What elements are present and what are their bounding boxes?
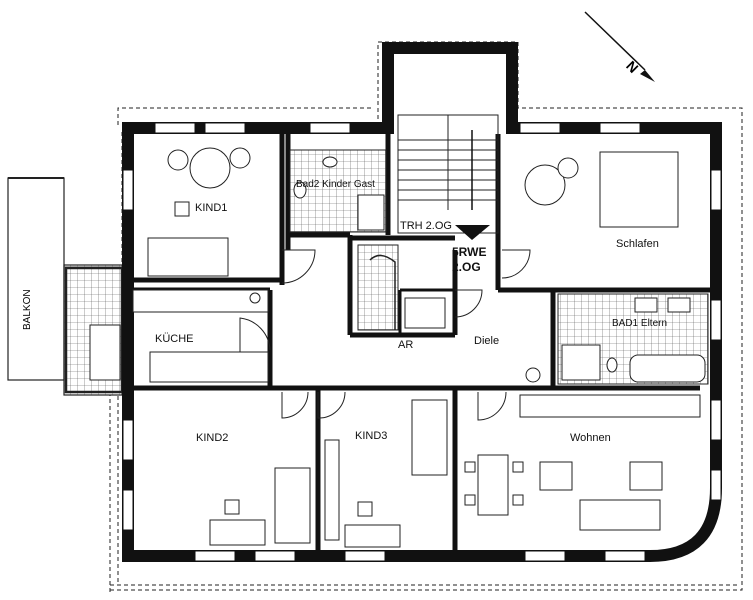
room-label-kueche: KÜCHE [155,333,194,345]
stair-down-arrow [455,225,490,240]
room-label-trh: TRH 2.OG [400,220,452,232]
room-label-kind1: KIND1 [195,202,228,214]
room-label-wohnen: Wohnen [570,432,611,444]
staircase-small [357,244,446,331]
bathroom-1 [557,293,709,385]
furniture [147,147,701,548]
kitchen-counters [89,289,541,383]
room-label-rwa-top: 5RWE [452,245,487,259]
room-label-kind2: KIND2 [196,432,229,444]
room-label-rwa-bottom: 2.OG [452,260,481,274]
room-label-schlafen: Schlafen [616,238,659,250]
room-label-diele: Diele [474,335,500,347]
doors [239,249,531,421]
balcony-label: BALKON [22,289,33,330]
room-label-kind3: KIND3 [355,430,388,442]
room-label-bad2: Bad2 Kinder Gast [296,179,375,190]
windows [122,122,722,562]
room-label-bad1: BAD1 Eltern [612,318,668,329]
staircase-main [397,114,499,234]
bathroom-2 [289,149,387,233]
room-label-ar: AR [398,339,414,351]
